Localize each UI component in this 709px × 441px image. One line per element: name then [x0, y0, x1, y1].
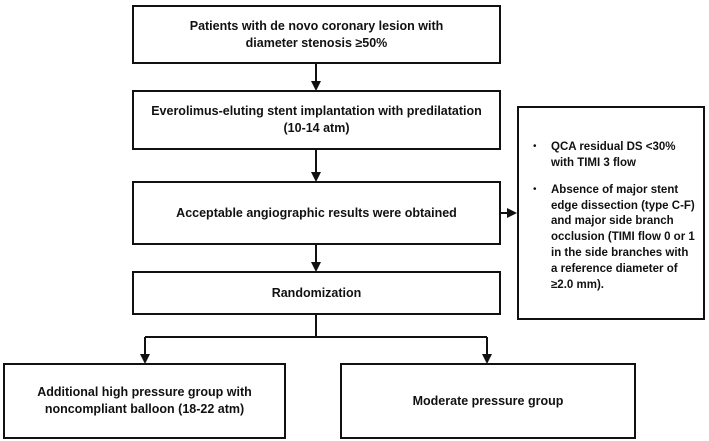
- box-acceptable-results: Acceptable angiographic results were obt…: [132, 181, 501, 245]
- criteria-item-text: QCA residual DS <30% with TIMI 3 flow: [551, 141, 676, 169]
- box-stent-implantation: Everolimus-eluting stent implantation wi…: [132, 90, 501, 150]
- bullet-icon: •: [533, 141, 537, 152]
- criteria-item: • QCA residual DS <30% with TIMI 3 flow: [533, 140, 697, 172]
- box-stent-implantation-label: Everolimus-eluting stent implantation wi…: [151, 104, 482, 135]
- box-high-pressure-group-label: Additional high pressure group with nonc…: [37, 385, 252, 416]
- box-randomization: Randomization: [132, 271, 501, 315]
- criteria-item-text: Absence of major stent edge dissection (…: [551, 183, 695, 291]
- bullet-icon: •: [533, 183, 537, 195]
- criteria-box: • QCA residual DS <30% with TIMI 3 flow …: [517, 106, 705, 320]
- criteria-item: • Absence of major stent edge dissection…: [533, 183, 697, 294]
- box-high-pressure-group: Additional high pressure group with nonc…: [3, 363, 286, 439]
- box-randomization-label: Randomization: [271, 285, 362, 300]
- box-patients-label: Patients with de novo coronary lesion wi…: [189, 18, 444, 50]
- box-moderate-pressure-group: Moderate pressure group: [340, 363, 636, 439]
- box-patients: Patients with de novo coronary lesion wi…: [132, 5, 501, 64]
- box-acceptable-results-label: Acceptable angiographic results were obt…: [176, 205, 457, 220]
- box-moderate-pressure-group-label: Moderate pressure group: [412, 393, 564, 408]
- criteria-list: • QCA residual DS <30% with TIMI 3 flow …: [533, 140, 697, 294]
